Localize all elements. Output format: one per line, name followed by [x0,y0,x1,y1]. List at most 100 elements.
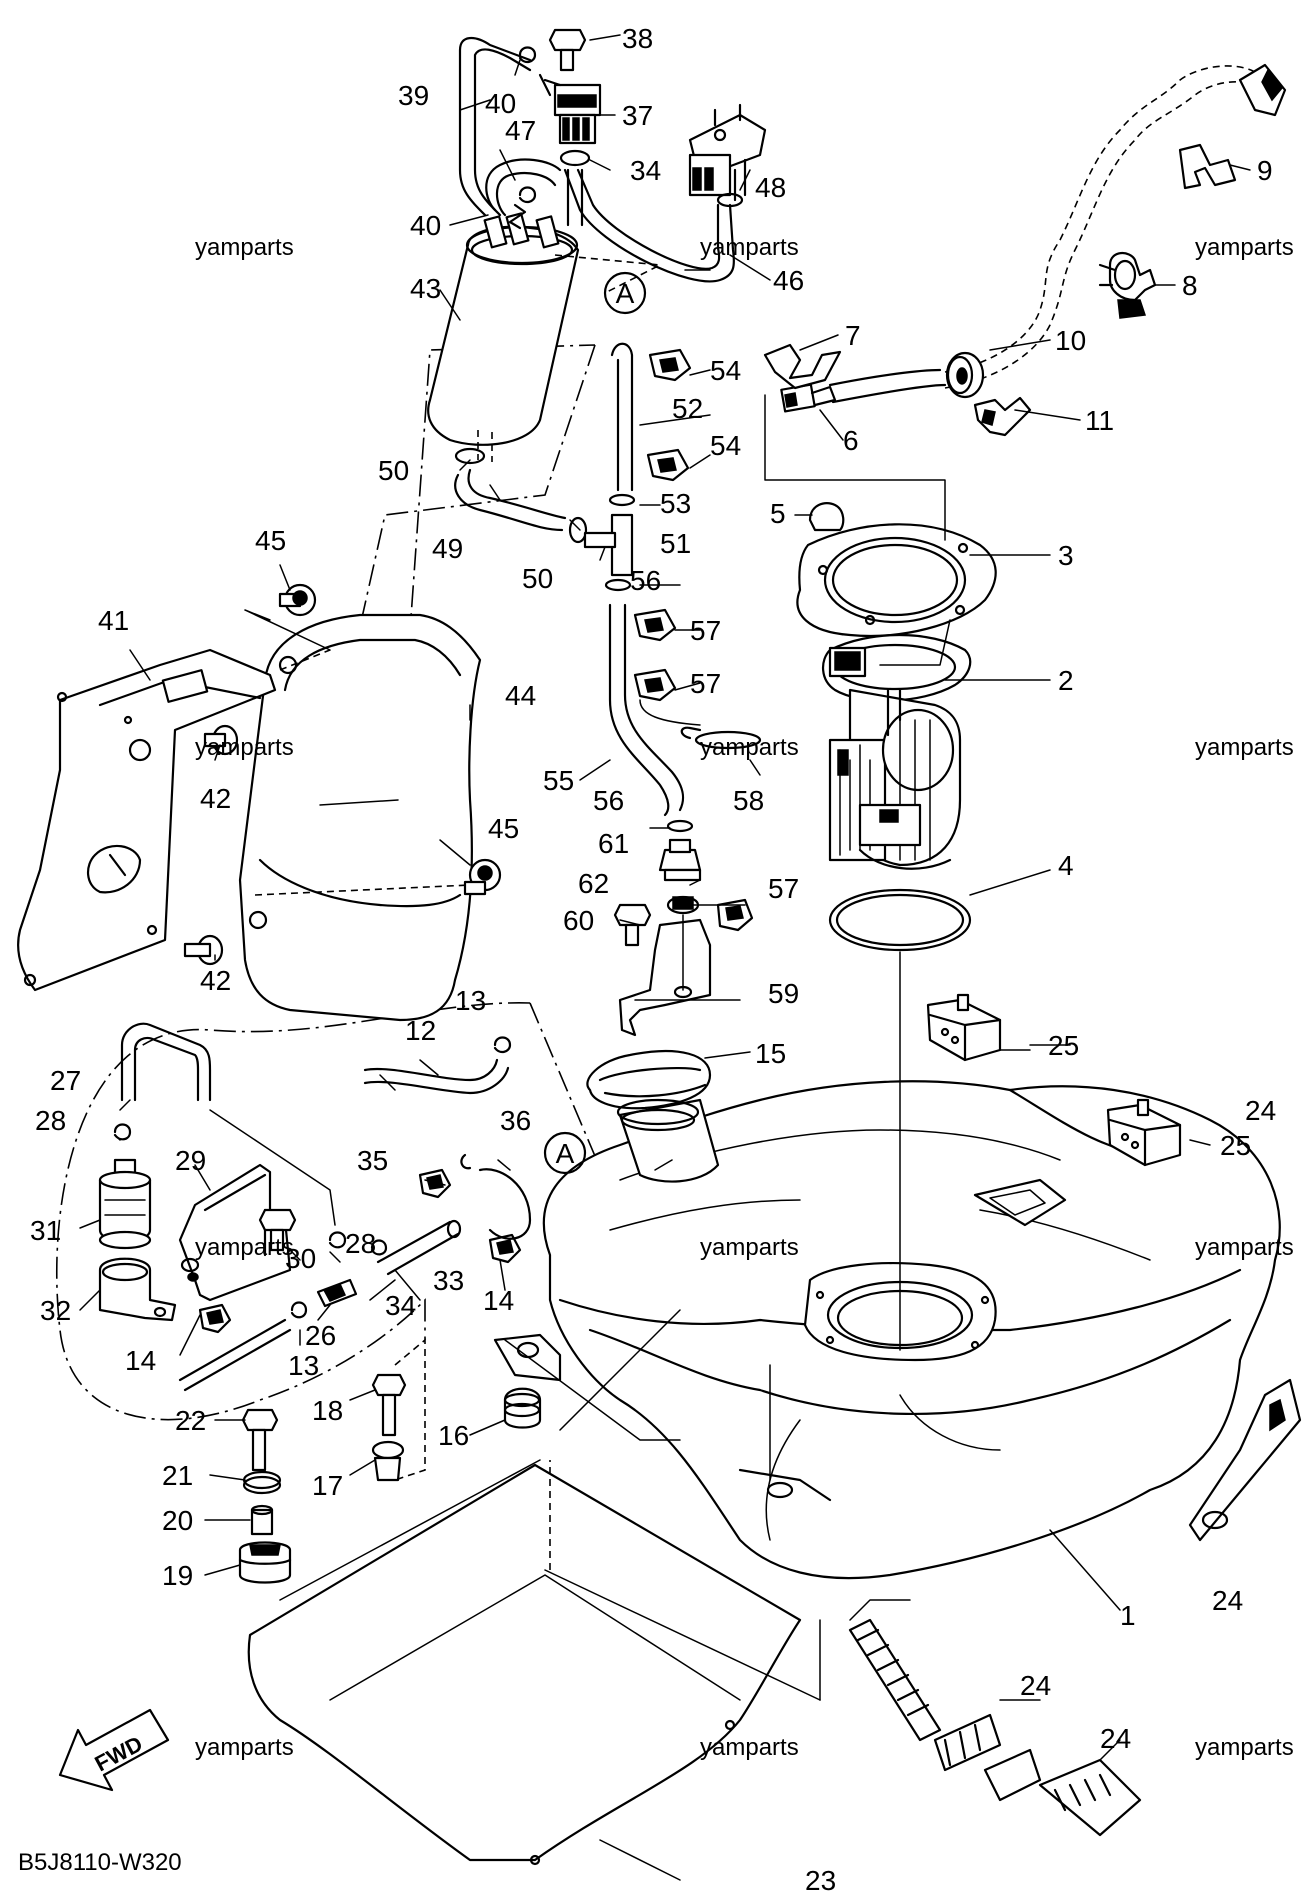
clip-28-right [328,1231,347,1249]
part-label: 57 [768,873,799,904]
part-label: 50 [522,563,553,594]
part-label: 3 [1058,540,1074,571]
hose-clamp-8 [1098,252,1157,319]
part-label: 17 [312,1470,343,1501]
fwd-arrow: FWD [58,1708,170,1792]
canister-case-44 [238,613,482,1022]
watermarks: yamparts yamparts yamparts yamparts yamp… [195,234,1294,1761]
part-label: 13 [455,985,486,1016]
cushion-24-strip-b [983,1748,1142,1837]
ref-a-low-label: A [556,1138,575,1169]
tee-fitting-51 [583,513,634,577]
grommet-10 [945,351,985,399]
part-label: 51 [660,528,691,559]
part-label: 44 [505,680,536,711]
watermark: yamparts [195,1234,294,1261]
part-label: 54 [710,430,741,461]
collar-20 [250,1504,274,1536]
part-label: 41 [98,605,129,636]
cushion-25-top [926,993,1002,1062]
canister-group-outline [318,344,596,806]
skid-plate [247,1460,802,1866]
part-label: 24 [1212,1585,1243,1616]
fuel-tank [493,1080,1281,1580]
hose-55-inner [623,603,685,812]
part-label: 25 [1220,1130,1251,1161]
clip-28-left [113,1123,132,1141]
bracket-29 [178,1163,292,1302]
hose-46 [563,168,736,283]
part-label: 14 [483,1285,514,1316]
watermark: yamparts [1195,1734,1294,1761]
part-label: 35 [357,1145,388,1176]
part-label: 57 [690,668,721,699]
watermark: yamparts [700,234,799,261]
watermark: yamparts [1195,734,1294,761]
wire-tie-58 [680,726,762,750]
clip-11 [973,396,1032,437]
watermark: yamparts [1195,234,1294,261]
part-label: 6 [843,425,859,456]
part-label: 56 [593,785,624,816]
bolt-18 [371,1373,407,1437]
hose-46-inner [576,168,721,270]
part-label: 40 [485,88,516,119]
part-label: 49 [432,533,463,564]
part-label: 1 [1120,1600,1136,1631]
part-label: 39 [398,80,429,111]
grommet-16 [503,1387,542,1429]
watermark: yamparts [700,1734,799,1761]
part-label: 14 [125,1345,156,1376]
part-label: 62 [578,868,609,899]
part-label: 2 [1058,665,1074,696]
part-label: 52 [672,393,703,424]
bolt-leader-c [244,609,331,651]
bolt-leader-a [279,649,331,671]
bracket-41 [17,648,277,992]
part-label: 40 [410,210,441,241]
part-label: 30 [285,1243,316,1274]
clip-54a [648,348,692,382]
part-label: 9 [1257,155,1273,186]
oring-56-low [666,819,694,833]
breather-hose-12 [363,1058,499,1082]
part-label: 19 [162,1560,193,1591]
cap-nut [808,502,845,532]
damper-19 [238,1541,292,1584]
pump-flange-leader [764,394,946,541]
part-label: 28 [345,1228,376,1259]
part-label: 37 [622,100,653,131]
part-label: 15 [755,1038,786,1069]
part-label: 25 [1048,1030,1079,1061]
watermark: yamparts [195,234,294,261]
bolt-42-top [203,724,239,756]
bolt-60 [613,903,652,947]
clip-13-top [493,1036,512,1054]
part-label: 5 [770,498,786,529]
part-label: 22 [175,1405,206,1436]
mount-leader-a [394,1338,426,1481]
rollover-valve-61 [658,838,702,882]
part-label: 34 [385,1290,416,1321]
hose-47-inner [495,171,557,217]
pump-flange-plate [796,523,997,638]
breather-valve-31 [98,1158,152,1250]
part-label: 56 [630,565,661,596]
leader-lines [79,34,1251,1881]
hose-39-inner [473,48,532,217]
watermark: yamparts [700,1234,799,1261]
hose-55 [608,603,670,817]
part-label: 13 [288,1350,319,1381]
part-label: 12 [405,1015,436,1046]
part-label: 43 [410,273,441,304]
fitting-26 [316,1278,358,1308]
hose-33-end [446,1219,462,1239]
part-label: 26 [305,1320,336,1351]
mount-leader-c [279,1459,541,1601]
part-label: 36 [500,1105,531,1136]
filler-cap [586,1049,720,1183]
cushion-24-right [1188,1378,1302,1542]
part-label: 34 [630,155,661,186]
part-label: 38 [622,23,653,54]
oring-48 [716,192,744,208]
